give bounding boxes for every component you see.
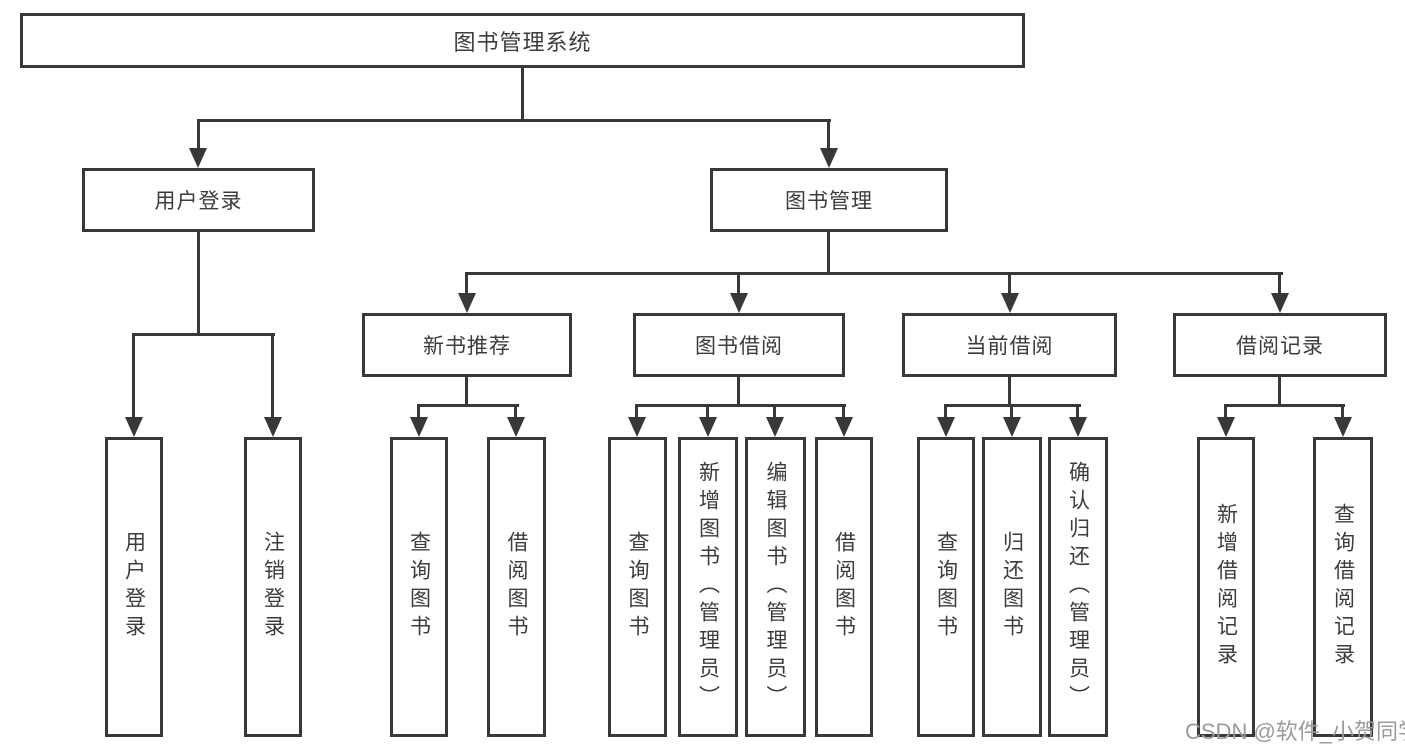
connector-line bbox=[944, 404, 947, 420]
connector-line bbox=[635, 404, 638, 420]
arrow-down bbox=[264, 417, 282, 437]
arrow-down bbox=[1003, 417, 1021, 437]
leaf-confirm-return-admin: 确认归还（管理员） bbox=[1048, 437, 1108, 737]
leaf-label: 查询图书 bbox=[407, 531, 431, 643]
connector-line bbox=[132, 333, 275, 336]
leaf-query-books-recommend: 查询图书 bbox=[390, 437, 448, 737]
node-new-book-recommendation: 新书推荐 bbox=[362, 313, 572, 377]
arrow-down bbox=[1217, 417, 1235, 437]
node-label: 图书借阅 bbox=[695, 335, 783, 358]
connector-line bbox=[132, 333, 135, 419]
connector-line bbox=[1224, 404, 1345, 407]
connector-line bbox=[706, 404, 709, 420]
connector-line bbox=[842, 404, 845, 420]
arrow-down bbox=[1334, 417, 1352, 437]
leaf-label: 确认归还（管理员） bbox=[1066, 461, 1090, 713]
leaf-label: 归还图书 bbox=[1000, 531, 1024, 643]
connector-line bbox=[417, 404, 519, 407]
connector-line bbox=[1224, 404, 1227, 420]
node-label: 图书管理 bbox=[785, 190, 873, 213]
node-label: 图书管理系统 bbox=[453, 29, 592, 55]
leaf-query-books-borrowing: 查询图书 bbox=[608, 437, 667, 737]
leaf-label: 用户登录 bbox=[122, 531, 146, 643]
connector-line bbox=[737, 272, 740, 296]
connector-line bbox=[417, 404, 420, 420]
leaf-label: 查询借阅记录 bbox=[1331, 503, 1355, 671]
leaf-borrow-books-borrowing: 借阅图书 bbox=[815, 437, 873, 737]
connector-line bbox=[1008, 377, 1011, 406]
arrow-down bbox=[699, 417, 717, 437]
arrow-down bbox=[125, 417, 143, 437]
leaf-user-login: 用户登录 bbox=[105, 437, 163, 737]
arrow-down bbox=[458, 293, 476, 313]
leaf-label: 查询图书 bbox=[934, 531, 958, 643]
arrow-down bbox=[1069, 417, 1087, 437]
leaf-query-books-current: 查询图书 bbox=[917, 437, 975, 737]
connector-line bbox=[1278, 272, 1281, 296]
watermark: CSDN @软件_小贺同学 bbox=[1185, 719, 1405, 744]
connector-line bbox=[197, 119, 200, 153]
node-current-borrowing: 当前借阅 bbox=[902, 313, 1117, 377]
node-book-management: 图书管理 bbox=[710, 168, 948, 232]
arrow-down bbox=[1271, 293, 1289, 313]
arrow-down bbox=[1001, 293, 1019, 313]
leaf-query-borrow-record: 查询借阅记录 bbox=[1313, 437, 1373, 737]
node-user-login: 用户登录 bbox=[82, 168, 315, 232]
connector-line bbox=[1278, 377, 1281, 406]
connector-line bbox=[197, 232, 200, 335]
connector-line bbox=[773, 404, 776, 420]
leaf-edit-books-admin: 编辑图书（管理员） bbox=[745, 437, 806, 737]
leaf-borrow-books-recommend: 借阅图书 bbox=[487, 437, 546, 737]
leaf-label: 新增借阅记录 bbox=[1214, 503, 1238, 671]
connector-line bbox=[1076, 404, 1079, 420]
node-borrowing-records: 借阅记录 bbox=[1173, 313, 1387, 377]
arrow-down bbox=[730, 293, 748, 313]
leaf-label: 查询图书 bbox=[626, 531, 649, 643]
connector-line bbox=[465, 272, 468, 296]
connector-line bbox=[635, 404, 846, 407]
connector-line bbox=[521, 68, 524, 121]
leaf-label: 注销登录 bbox=[261, 531, 285, 643]
arrow-down bbox=[507, 417, 525, 437]
node-label: 当前借阅 bbox=[965, 335, 1054, 358]
connector-line bbox=[827, 119, 830, 153]
node-library-management-system: 图书管理系统 bbox=[20, 13, 1025, 68]
connector-line bbox=[465, 272, 1283, 275]
node-book-borrowing: 图书借阅 bbox=[633, 313, 845, 377]
leaf-add-borrow-record: 新增借阅记录 bbox=[1197, 437, 1255, 737]
node-label: 借阅记录 bbox=[1236, 335, 1324, 358]
leaf-label: 借阅图书 bbox=[505, 531, 528, 643]
leaf-return-books: 归还图书 bbox=[982, 437, 1042, 737]
connector-line bbox=[465, 377, 468, 406]
arrow-down bbox=[189, 148, 207, 168]
connector-line bbox=[197, 119, 831, 122]
connector-line bbox=[271, 333, 274, 419]
node-label: 新书推荐 bbox=[423, 335, 511, 358]
connector-line bbox=[827, 232, 830, 274]
leaf-add-books-admin: 新增图书（管理员） bbox=[678, 437, 738, 737]
leaf-label: 借阅图书 bbox=[832, 531, 856, 643]
arrow-down bbox=[628, 417, 646, 437]
connector-line bbox=[1341, 404, 1344, 420]
connector-line bbox=[1010, 404, 1013, 420]
arrow-down bbox=[766, 417, 784, 437]
leaf-logout-login: 注销登录 bbox=[244, 437, 302, 737]
leaf-label: 新增图书（管理员） bbox=[696, 461, 720, 713]
connector-line bbox=[514, 404, 517, 420]
arrow-down bbox=[410, 417, 428, 437]
arrow-down bbox=[835, 417, 853, 437]
leaf-label: 编辑图书（管理员） bbox=[764, 461, 787, 713]
node-label: 用户登录 bbox=[154, 190, 243, 213]
arrow-down bbox=[820, 148, 838, 168]
connector-line bbox=[1008, 272, 1011, 296]
arrow-down bbox=[937, 417, 955, 437]
connector-line bbox=[737, 377, 740, 406]
